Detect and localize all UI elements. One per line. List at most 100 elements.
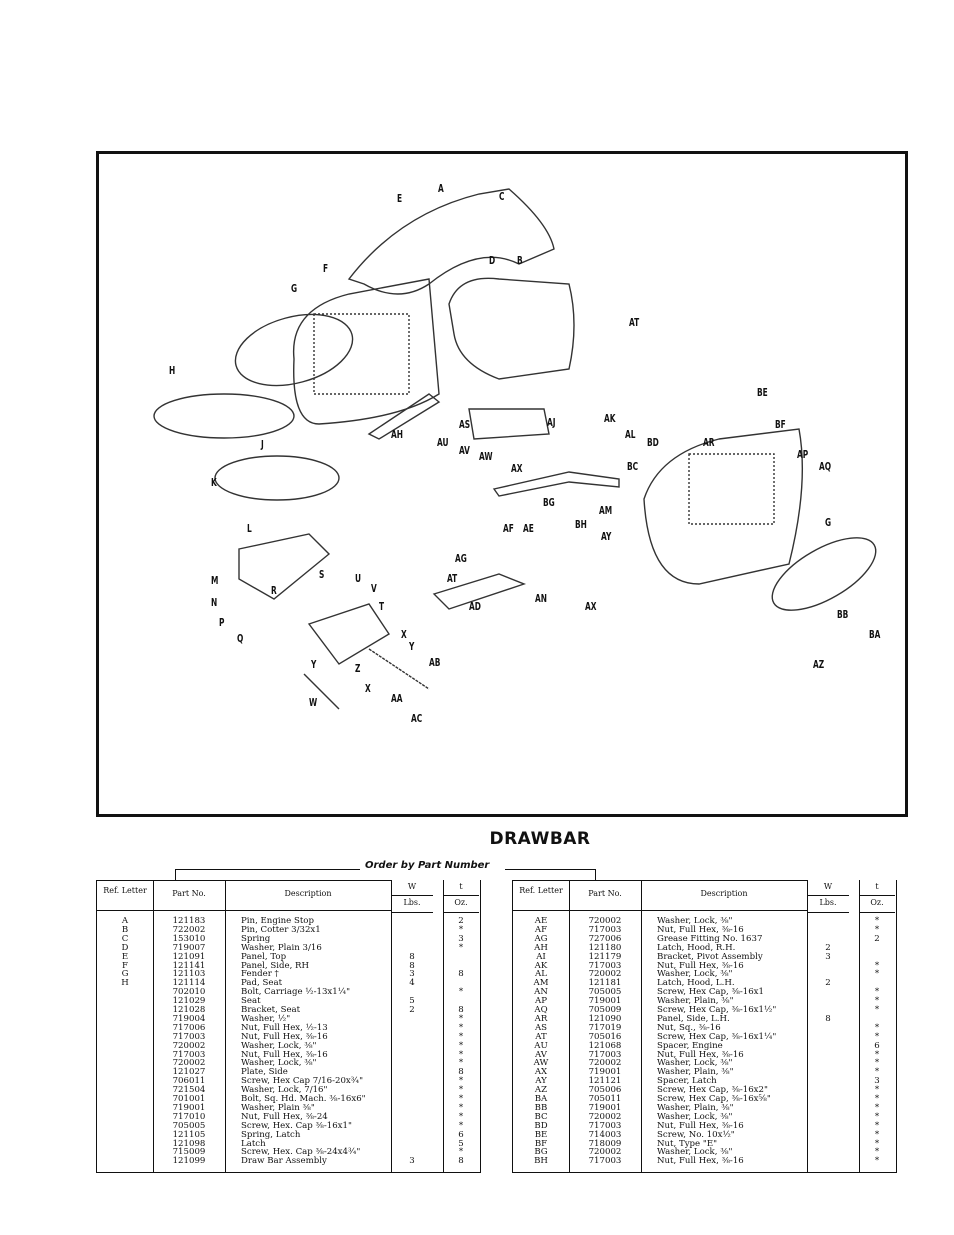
cell-part: 714003 [588,1129,622,1140]
column-divider [225,880,226,1172]
cell-description: Washer, Plain 3/16 [241,942,322,953]
cell-oz: * [874,1138,880,1149]
callout-label: D [489,254,496,267]
callout-label: AB [429,656,441,669]
cell-description: Bolt, Sq. Hd. Mach. ⅜-16x6" [241,1094,366,1104]
cell-oz: * [458,924,464,935]
cell-part: 705009 [588,1005,622,1015]
cell-part: 705016 [588,1031,622,1042]
cell-description: Nut, Full Hex, ⅜-16 [657,1156,744,1167]
header-oz: Oz. [443,895,479,913]
order-by-part-number-note: Order by Part Number [365,860,490,871]
cell-oz: * [874,1049,880,1060]
cell-part: 121181 [588,978,622,989]
cell-ref: A [121,916,129,926]
cell-description: Washer, Lock, ⅜" [657,916,733,926]
callout-label: BA [869,628,881,641]
cell-ref: F [122,960,128,971]
callout-label: R [271,584,277,597]
cell-description: Washer, Plain, ⅜" [657,1067,734,1078]
cell-lbs: 2 [825,942,831,953]
cell-oz: * [458,1085,464,1096]
cell-oz: 5 [458,1138,464,1149]
callout-label: AP [797,448,809,461]
cell-ref: BD [534,1120,548,1131]
callout-label: AH [391,428,403,441]
cell-description: Screw, Hex Cap, ⅜-16x⅝" [657,1094,771,1104]
cell-description: Washer, ½" [241,1013,291,1024]
cell-part: 121103 [172,969,206,980]
cell-part: 720002 [588,916,622,926]
top-panel-drawing [347,188,555,295]
cell-lbs: 2 [825,978,831,989]
callout-label: AJ [547,416,556,429]
cell-ref: AU [534,1040,548,1051]
cell-part: 720002 [588,1111,622,1122]
cell-part: 719004 [172,1013,206,1024]
callout-label: C [499,190,505,203]
callout-label: AL [625,428,636,441]
cell-oz: * [874,1102,880,1113]
cell-oz: * [458,1102,464,1113]
cell-oz: * [458,1013,464,1024]
header-weight_right: t [875,882,879,891]
cell-oz: * [874,1156,880,1167]
callout-label: BH [575,518,587,531]
cell-description: Washer, Lock, ⅜" [657,969,733,980]
grille-right-drawing [313,313,410,395]
cell-part: 705005 [588,987,622,998]
cell-oz: 6 [458,1129,464,1140]
cell-ref: C [121,933,129,944]
callout-label: K [211,476,217,489]
callout-label: AW [479,450,493,463]
cell-oz: * [874,1120,880,1131]
cell-ref: AP [535,996,547,1007]
cell-part: 121183 [172,916,206,926]
callout-label: F [323,262,329,275]
column-divider [849,880,850,1172]
callout-label: BG [543,496,555,509]
pivot-bracket-drawing [468,408,550,440]
cell-ref: BH [534,1156,548,1167]
order-bracket-line-left [175,869,360,870]
cell-description: Pin, Cotter 3/32x1 [241,924,321,935]
callout-label: Y [311,658,317,671]
cell-description: Washer, Plain ⅜" [241,1102,315,1113]
callout-label: AV [459,444,470,457]
order-arrow-right [595,869,596,880]
callout-label: AF [503,522,514,535]
cell-ref: BE [534,1129,548,1140]
cell-description: Screw, Hex Cap, ⅜-16x1½" [657,1005,777,1015]
seat-drawing [214,455,340,501]
cell-part: 720002 [172,1058,206,1069]
callout-label: BF [775,418,786,431]
cell-oz: * [874,1067,880,1078]
callout-label: A [438,182,444,195]
cell-ref: AR [534,1013,548,1024]
column-divider [433,880,434,1172]
cell-part: 706011 [172,1076,206,1087]
callout-label: S [319,568,325,581]
cell-description: Pin, Engine Stop [241,916,314,926]
cell-description: Washer, Lock, ⅜" [657,1058,733,1069]
cell-description: Latch, Hood, R.H. [657,942,736,953]
cell-lbs: 8 [409,951,415,962]
callout-label: AS [459,418,471,431]
cell-part: 719007 [172,942,206,953]
